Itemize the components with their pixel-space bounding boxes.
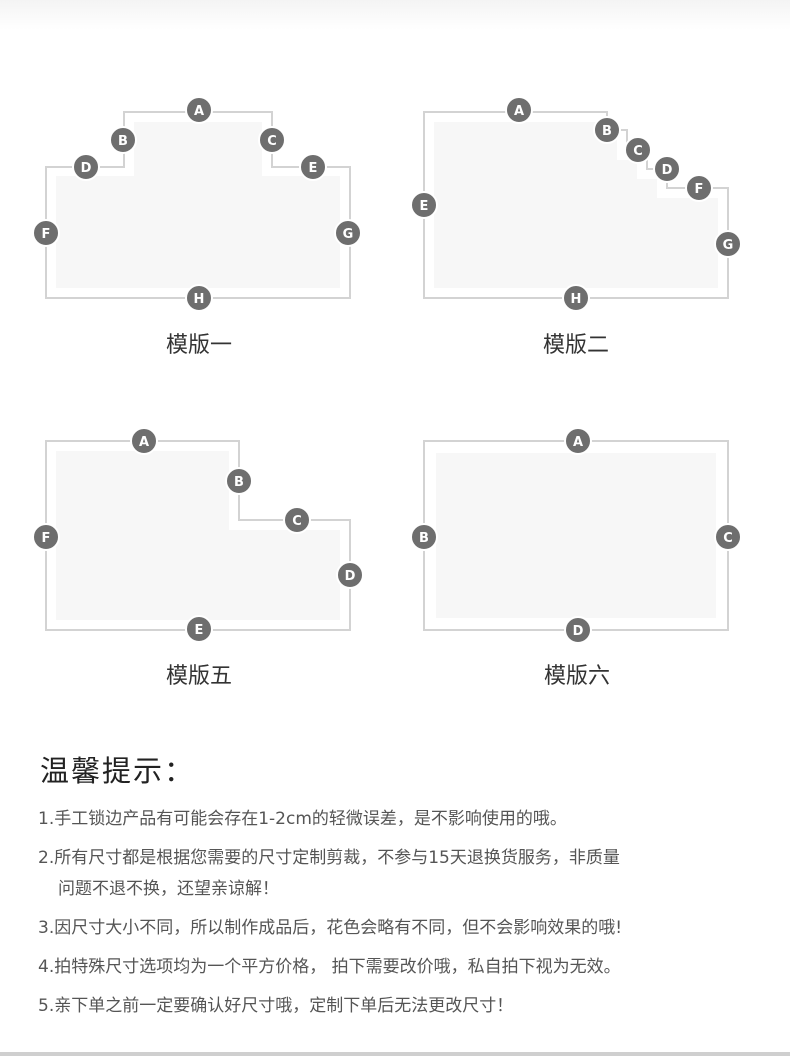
template-1-marker-d: D [72, 153, 100, 181]
tip-item-1: 1.手工锁边产品有可能会存在1-2cm的轻微误差，是不影响使用的哦。 [38, 804, 768, 835]
svg-text:B: B [419, 531, 429, 546]
tip-number: 5. [38, 996, 55, 1016]
tip-number: 3. [38, 918, 55, 938]
svg-text:D: D [345, 569, 356, 584]
template-5-caption: 模版五 [166, 664, 232, 689]
svg-text:B: B [234, 475, 244, 490]
tip-text: 所有尺寸都是根据您需要的尺寸定制剪裁，不参与15天退换货服务，非质量 [54, 848, 620, 868]
svg-text:A: A [139, 435, 149, 450]
svg-text:D: D [662, 163, 673, 178]
svg-text:D: D [81, 161, 92, 176]
template-5-marker-c: C [283, 506, 311, 534]
tip-text: 因尺寸大小不同，所以制作成品后，花色会略有不同，但不会影响效果的哦! [54, 918, 623, 938]
template-2-marker-b: B [593, 116, 621, 144]
template-5-marker-f: F [32, 523, 60, 551]
template-5-marker-e: E [185, 615, 213, 643]
svg-text:H: H [571, 292, 582, 307]
template-6-marker-c: C [714, 523, 742, 551]
tip-item-3: 3.因尺寸大小不同，所以制作成品后，花色会略有不同，但不会影响效果的哦! [38, 913, 768, 944]
tips-section: 温馨提示： 1.手工锁边产品有可能会存在1-2cm的轻微误差，是不影响使用的哦。… [38, 748, 768, 1030]
tip-text: 拍特殊尺寸选项均为一个平方价格， 拍下需要改价哦，私自拍下视为无效。 [54, 957, 621, 977]
tip-number: 4. [38, 957, 55, 977]
svg-text:E: E [420, 199, 429, 214]
template-1-marker-g: G [334, 219, 362, 247]
template-6-marker-d: D [564, 616, 592, 644]
tips-title: 温馨提示： [40, 754, 196, 788]
top-band [0, 0, 790, 30]
svg-text:F: F [695, 182, 704, 197]
template-2-marker-d: D [653, 155, 681, 183]
svg-text:C: C [292, 514, 302, 529]
svg-text:B: B [602, 124, 612, 139]
svg-text:C: C [723, 531, 733, 546]
template-2-marker-h: H [562, 284, 590, 312]
svg-text:C: C [633, 144, 643, 159]
svg-text:G: G [723, 238, 734, 253]
template-1-marker-f: F [32, 219, 60, 247]
template-1-marker-b: B [109, 126, 137, 154]
template-1-marker-e: E [299, 153, 327, 181]
tip-item-5: 5.亲下单之前一定要确认好尺寸哦，定制下单后无法更改尺寸！ [38, 991, 768, 1022]
template-2-marker-a: A [505, 96, 533, 124]
tip-item-4: 4.拍特殊尺寸选项均为一个平方价格， 拍下需要改价哦，私自拍下视为无效。 [38, 952, 768, 983]
svg-text:A: A [514, 104, 524, 119]
template-6-caption: 模版六 [544, 664, 610, 689]
template-2-marker-f: F [685, 174, 713, 202]
template-2: A B C D F E G H 模版二 [410, 96, 742, 358]
template-2-caption: 模版二 [543, 333, 609, 358]
template-2-marker-c: C [624, 136, 652, 164]
svg-text:E: E [309, 161, 318, 176]
tip-text-continued: 问题不退不换，还望亲谅解！ [58, 879, 279, 899]
template-5-marker-b: B [225, 467, 253, 495]
svg-text:B: B [118, 134, 128, 149]
svg-text:A: A [194, 104, 204, 119]
template-1-marker-h: H [185, 284, 213, 312]
svg-text:D: D [573, 624, 584, 639]
template-5-marker-a: A [130, 427, 158, 455]
svg-text:H: H [194, 292, 205, 307]
template-5: A B C D E F 模版五 [32, 427, 364, 689]
svg-text:F: F [42, 227, 51, 242]
template-1: A B C D E F G H 模版一 [32, 96, 362, 358]
template-1-marker-c: C [258, 126, 286, 154]
template-6: A B C D 模版六 [410, 427, 742, 689]
bottom-divider [0, 1052, 790, 1056]
tip-text: 亲下单之前一定要确认好尺寸哦，定制下单后无法更改尺寸！ [54, 996, 514, 1016]
svg-text:A: A [573, 435, 583, 450]
tip-number: 1. [38, 809, 55, 829]
tip-text: 手工锁边产品有可能会存在1-2cm的轻微误差，是不影响使用的哦。 [54, 809, 567, 829]
svg-text:E: E [195, 623, 204, 638]
template-5-marker-d: D [336, 561, 364, 589]
svg-text:C: C [267, 134, 277, 149]
tip-item-2: 2.所有尺寸都是根据您需要的尺寸定制剪裁，不参与15天退换货服务，非质量 问题不… [38, 843, 768, 905]
template-1-caption: 模版一 [166, 333, 232, 358]
template-2-marker-g: G [714, 230, 742, 258]
svg-text:G: G [343, 227, 354, 242]
template-6-marker-a: A [564, 427, 592, 455]
templates-figure: A B C D E F G H 模版一 A B C D F E G H 模版二 … [32, 96, 742, 689]
template-6-marker-b: B [410, 523, 438, 551]
template-1-marker-a: A [185, 96, 213, 124]
tip-number: 2. [38, 848, 55, 868]
template-2-marker-e: E [410, 191, 438, 219]
svg-text:F: F [42, 531, 51, 546]
